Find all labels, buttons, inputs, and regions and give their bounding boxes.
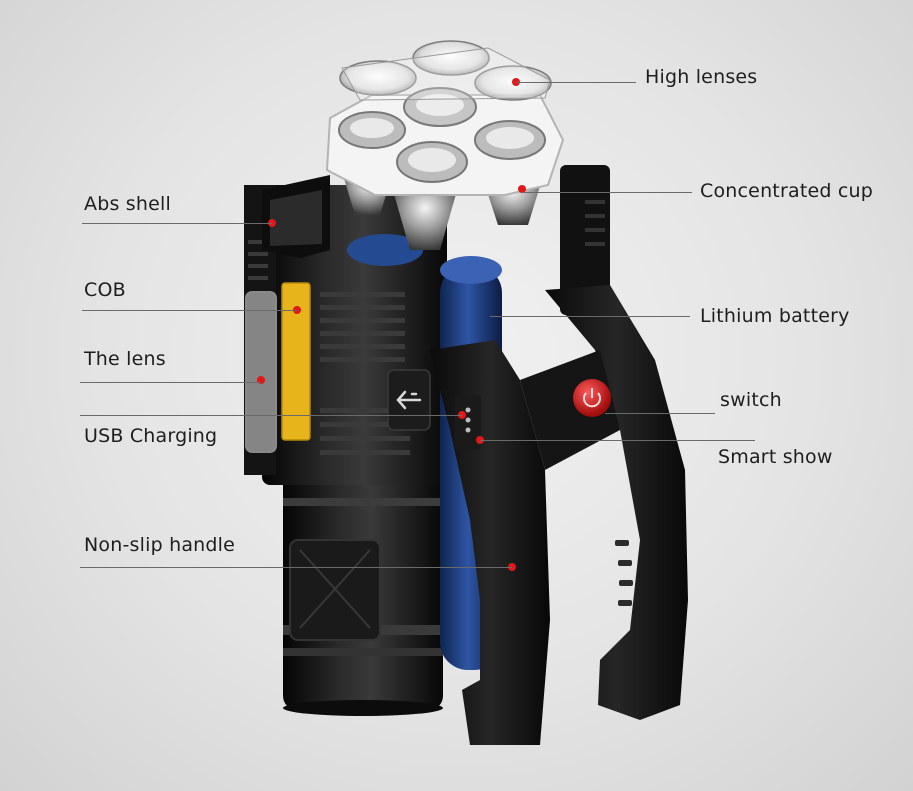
leader-line-usb-charging	[80, 415, 462, 416]
cob-panel	[281, 282, 311, 441]
leader-line-lithium-battery	[490, 316, 690, 317]
leader-line-smart-show	[480, 440, 755, 441]
label-lithium-battery: Lithium battery	[700, 305, 850, 327]
usb-charging-port	[387, 369, 431, 431]
leader-line-the-lens	[80, 382, 261, 383]
flashlight-tail	[283, 470, 443, 716]
label-concentrated-cup: Concentrated cup	[700, 180, 874, 202]
leader-line-cob	[82, 310, 297, 311]
leader-line-high-lenses	[516, 82, 636, 83]
label-cob: COB	[84, 279, 126, 301]
leader-line-switch	[605, 413, 715, 414]
switch-button	[573, 379, 611, 417]
label-usb-charging: USB Charging	[84, 425, 218, 447]
label-switch: switch	[720, 389, 782, 411]
leader-line-abs-shell	[82, 223, 272, 224]
leader-line-non-slip-handle	[80, 567, 512, 568]
label-the-lens: The lens	[84, 348, 166, 370]
side-lens-cover	[245, 291, 277, 453]
label-abs-shell: Abs shell	[84, 193, 171, 215]
label-smart-show: Smart show	[718, 446, 833, 468]
label-high-lenses: High lenses	[645, 66, 758, 88]
leader-line-concentrated-cup	[522, 192, 692, 193]
smart-show-indicator	[455, 395, 481, 450]
label-non-slip-handle: Non-slip handle	[84, 534, 236, 556]
high-lenses	[338, 40, 552, 183]
